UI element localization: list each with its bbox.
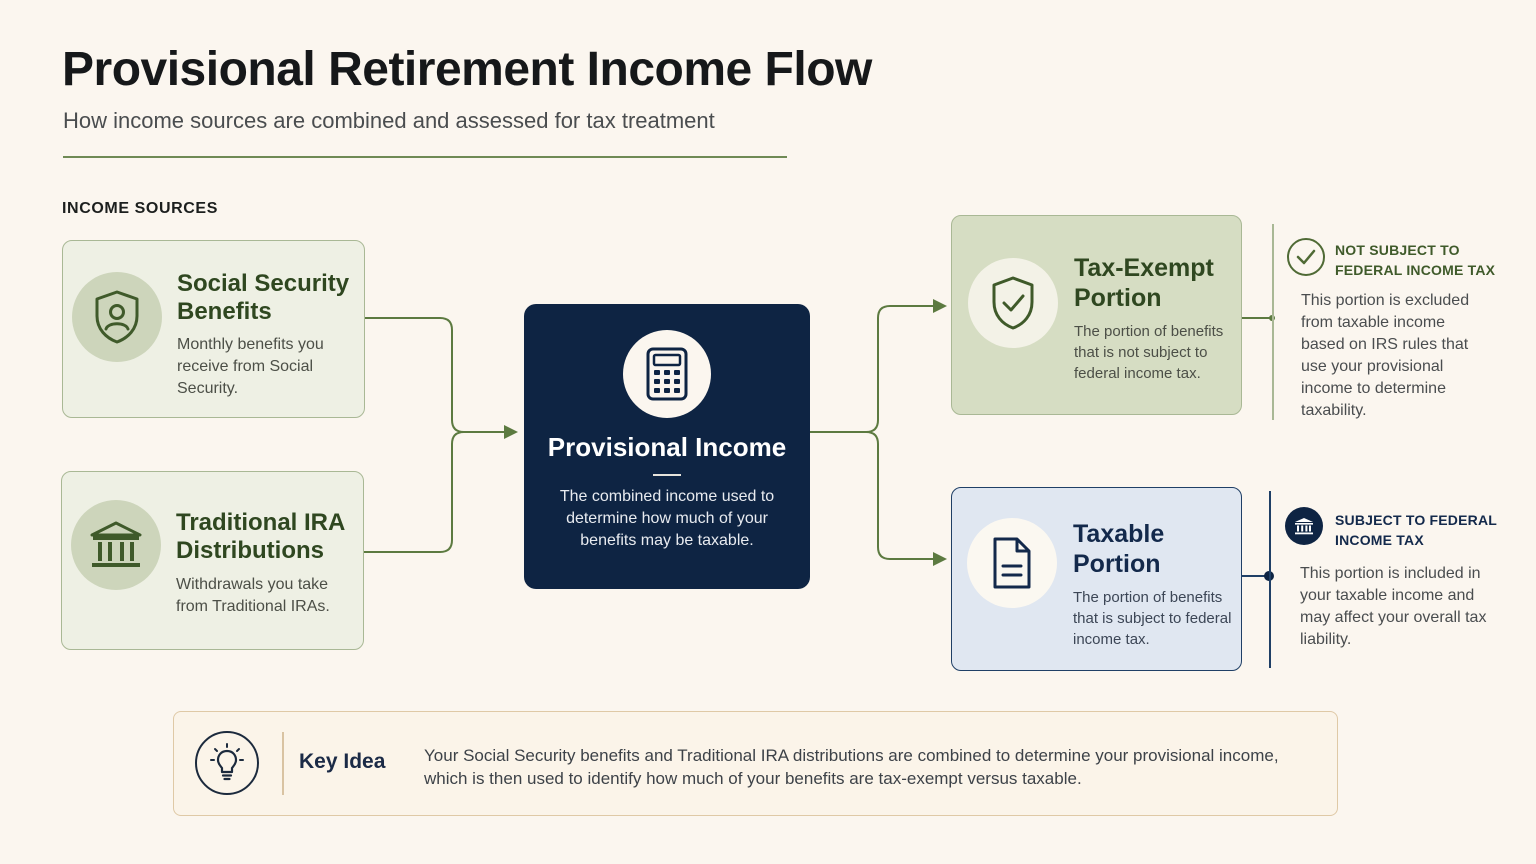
- provisional-income-title: Provisional Income: [547, 432, 787, 462]
- center-divider: [653, 474, 681, 476]
- tax-exempt-card: Tax-Exempt Portion The portion of benefi…: [951, 215, 1242, 415]
- bank-icon: [71, 500, 161, 590]
- connector-center-out: [810, 305, 934, 433]
- arrowhead-taxable: [933, 552, 947, 566]
- connector-social-security: [365, 317, 506, 433]
- source-title-social-security: Social Security Benefits: [177, 270, 350, 325]
- shield-person-icon: [72, 272, 162, 362]
- taxable-note-rule: [1269, 491, 1271, 668]
- source-desc-social-security: Monthly benefits you receive from Social…: [177, 336, 324, 397]
- taxable-note-text: This portion is included in your taxable…: [1300, 565, 1487, 648]
- lightbulb-icon: [195, 731, 259, 795]
- source-desc-traditional-ira: Withdrawals you take from Traditional IR…: [176, 576, 330, 615]
- connector-to-taxable: [865, 431, 934, 560]
- key-idea-divider: [282, 732, 284, 795]
- tax-exempt-title: Tax-Exempt Portion: [1074, 254, 1214, 312]
- title-divider: [63, 156, 787, 158]
- provisional-income-desc: The combined income used to determine ho…: [559, 488, 775, 549]
- taxable-title: Taxable Portion: [1073, 520, 1165, 578]
- key-idea-label: Key Idea: [299, 750, 386, 773]
- arrowhead-exempt: [933, 299, 947, 313]
- taxable-note-title: SUBJECT TO FEDERAL INCOME TAX: [1335, 512, 1497, 548]
- taxable-card: Taxable Portion The portion of benefits …: [951, 487, 1242, 671]
- page-title: Provisional Retirement Income Flow: [62, 43, 872, 96]
- calculator-icon: [623, 330, 711, 418]
- bank-badge-icon: [1285, 507, 1323, 545]
- document-icon: [967, 518, 1057, 608]
- source-card-traditional-ira: Traditional IRA Distributions Withdrawal…: [61, 471, 364, 650]
- provisional-income-card: Provisional Income The combined income u…: [524, 304, 810, 589]
- page-subtitle: How income sources are combined and asse…: [63, 108, 715, 133]
- arrowhead-center-in: [504, 425, 518, 439]
- shield-check-icon: [968, 258, 1058, 348]
- check-circle-icon: [1287, 238, 1325, 276]
- taxable-desc: The portion of benefits that is subject …: [1073, 589, 1232, 648]
- connector-traditional-ira: [364, 431, 465, 553]
- exempt-note-title: NOT SUBJECT TO FEDERAL INCOME TAX: [1335, 242, 1496, 278]
- income-sources-label: INCOME SOURCES: [62, 200, 218, 217]
- tax-exempt-desc: The portion of benefits that is not subj…: [1074, 323, 1224, 382]
- source-card-social-security: Social Security Benefits Monthly benefit…: [62, 240, 365, 418]
- exempt-note-rule: [1272, 224, 1274, 420]
- exempt-note-text: This portion is excluded from taxable in…: [1301, 292, 1470, 419]
- key-idea-box: Key Idea Your Social Security benefits a…: [173, 711, 1338, 816]
- source-title-traditional-ira: Traditional IRA Distributions: [176, 509, 345, 564]
- key-idea-text: Your Social Security benefits and Tradit…: [424, 746, 1279, 788]
